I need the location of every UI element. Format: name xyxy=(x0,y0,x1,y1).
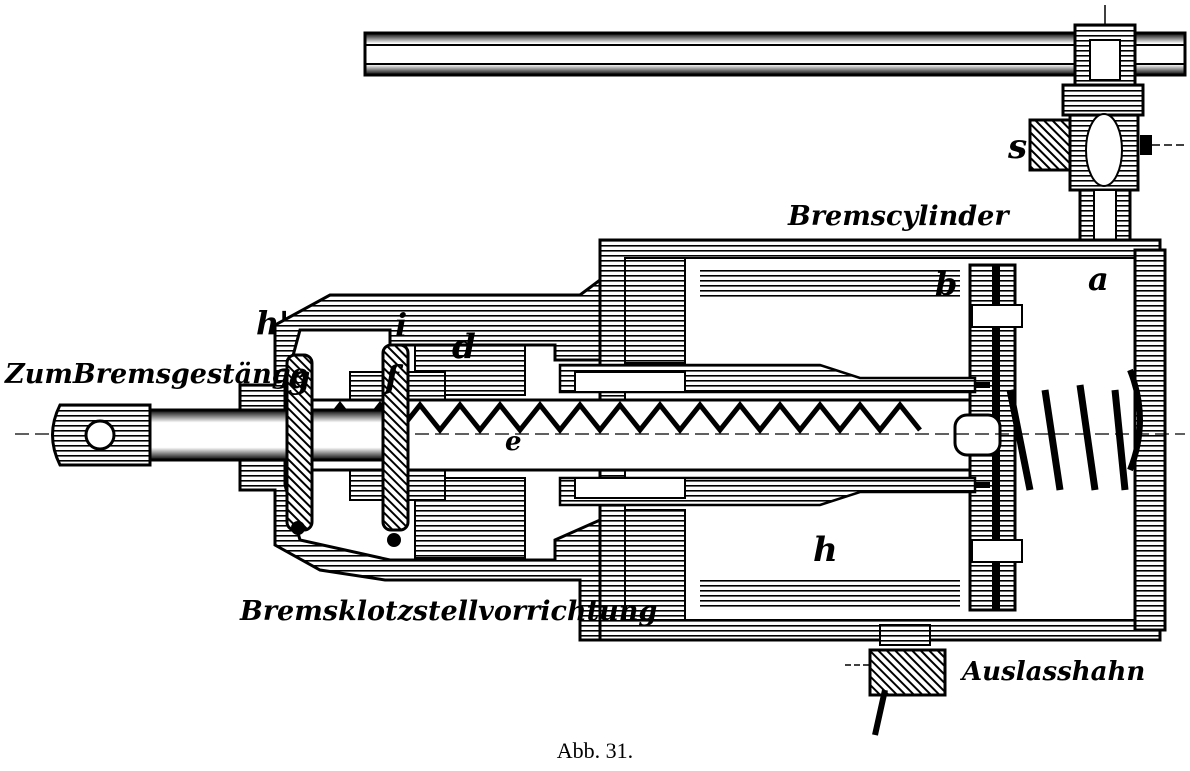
label-s: s xyxy=(1007,127,1027,167)
label-f: f xyxy=(383,358,404,396)
label-a: a xyxy=(1088,260,1109,298)
label-h: h xyxy=(813,530,838,570)
label-bremscylinder: Bremscylinder xyxy=(787,201,1010,232)
label-b: b xyxy=(935,265,957,303)
label-d: d xyxy=(452,327,476,367)
piston-trunk xyxy=(558,363,977,507)
label-g: g xyxy=(288,358,310,396)
label-auslasshahn: Auslasshahn xyxy=(959,657,1145,687)
exhaust-valve xyxy=(845,624,947,736)
label-e: e xyxy=(505,427,522,457)
push-rod xyxy=(15,403,1185,467)
pawl-f xyxy=(381,343,410,547)
label-zum-bremsgestaenge: ZumBremsgestänge xyxy=(4,359,308,390)
label-h-prime: h' xyxy=(256,304,289,342)
screw-spindle xyxy=(308,398,1002,472)
label-i: i xyxy=(395,306,407,344)
figure-caption: Abb. 31. xyxy=(556,738,634,763)
label-bremsklotzstellvorrichtung: Bremsklotzstellvorrichtung xyxy=(239,596,657,627)
air-pipe xyxy=(363,31,1187,77)
pipe-connector xyxy=(1028,5,1185,262)
pawl-g xyxy=(285,353,314,535)
